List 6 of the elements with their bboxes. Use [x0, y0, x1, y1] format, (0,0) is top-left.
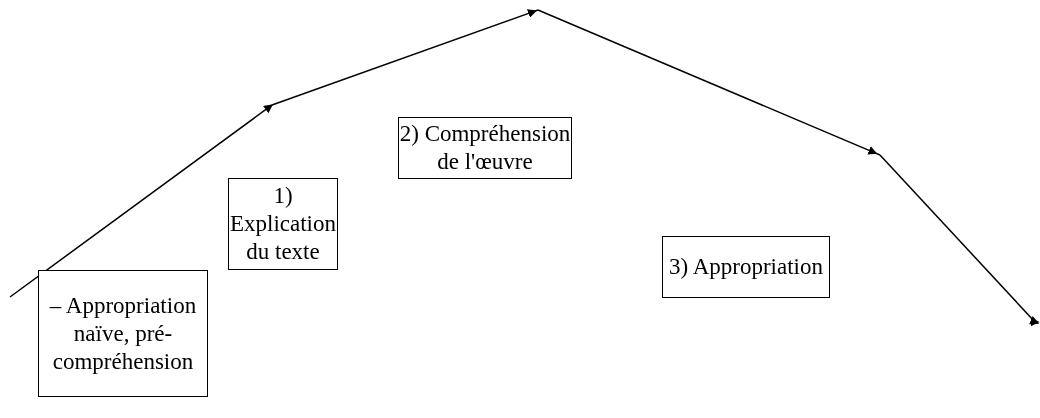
stage-box	[662, 236, 830, 298]
stage-label: 2) Compréhension de l'œuvre	[399, 120, 571, 176]
stage-label: 3) Appropriation	[669, 253, 823, 281]
stage-box	[38, 270, 208, 397]
stage-label: 1) Explication du texte	[229, 182, 337, 266]
stage-label: – Appropriation naïve, pré-compréhension	[48, 291, 198, 376]
